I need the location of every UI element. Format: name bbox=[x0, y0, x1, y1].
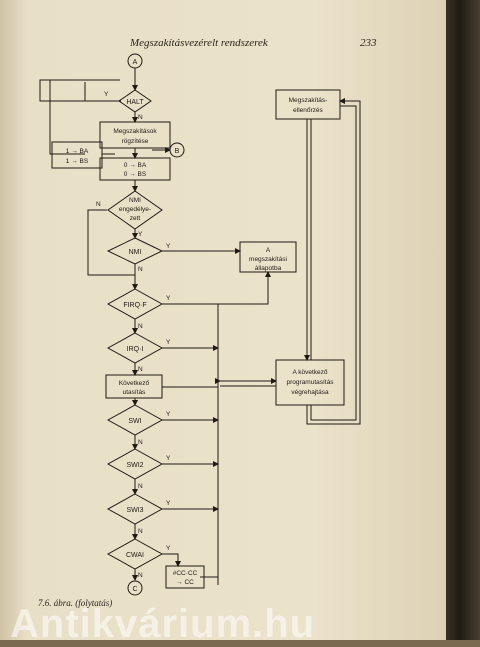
text-check-2: ellenőrzés bbox=[293, 107, 323, 114]
figure-caption: 7.6. ábra. (folytatás) bbox=[38, 598, 113, 608]
book-spine bbox=[446, 0, 480, 640]
text-ba-zero: 0 → BA bbox=[124, 162, 147, 169]
decision-halt bbox=[118, 89, 152, 113]
label-nmi-enabled-3: zett bbox=[130, 215, 141, 222]
yes-irq: Y bbox=[166, 339, 171, 346]
label-nmi: NMI bbox=[129, 249, 142, 256]
book-page bbox=[0, 0, 446, 640]
text-prog-2: programutasítás bbox=[287, 379, 335, 386]
text-next-1: Következő bbox=[119, 380, 150, 387]
box-cc-op bbox=[165, 565, 205, 589]
label-irq: IRQ·I bbox=[127, 346, 144, 353]
no-firq: N bbox=[138, 323, 143, 330]
label-swi3: SWI3 bbox=[126, 507, 143, 514]
text-cc-1: #CC·CC bbox=[173, 570, 198, 577]
no-cwai: N bbox=[138, 572, 143, 579]
decision-swi1 bbox=[106, 404, 164, 436]
no-nmi-enabled: N bbox=[96, 201, 101, 208]
yes-cwai: Y bbox=[166, 545, 171, 552]
running-header: Megszakításvezérelt rendszerek bbox=[130, 37, 268, 49]
connector-b: B bbox=[169, 142, 185, 158]
flowchart: A B C HALT NMI engedélye- zett NMI FIRQ·… bbox=[39, 53, 361, 596]
yes-swi1: Y bbox=[166, 411, 171, 418]
svg-text:C: C bbox=[132, 586, 137, 593]
text-bs-one: 1 → BS bbox=[66, 158, 89, 165]
yes-firq: Y bbox=[166, 295, 171, 302]
yes-swi2: Y bbox=[166, 455, 171, 462]
text-cc-2: → CC bbox=[176, 579, 194, 586]
yes-swi3: Y bbox=[166, 500, 171, 507]
decision-nmi-enabled bbox=[107, 190, 163, 230]
label-cwai: CWAI bbox=[126, 552, 144, 559]
box-next-instruction bbox=[105, 374, 163, 399]
box-interrupt-state bbox=[239, 241, 297, 273]
no-irq: N bbox=[138, 366, 143, 373]
text-ba-one: 1 → BA bbox=[66, 148, 89, 155]
label-halt: HALT bbox=[126, 99, 144, 106]
connector-a: A bbox=[127, 53, 143, 69]
yes-halt: Y bbox=[104, 91, 109, 98]
decision-cwai bbox=[106, 538, 164, 570]
no-swi2: N bbox=[138, 483, 143, 490]
yes-nmi-enabled: Y bbox=[138, 231, 143, 238]
text-state-3: állapotba bbox=[255, 265, 282, 272]
text-record-1: Megszakítások bbox=[113, 128, 157, 135]
no-nmi: N bbox=[138, 266, 143, 273]
label-nmi-enabled-2: engedélye- bbox=[119, 206, 151, 213]
box-next-program bbox=[275, 359, 345, 406]
decision-swi3 bbox=[106, 493, 164, 525]
no-swi1: N bbox=[138, 439, 143, 446]
label-firq: FIRQ·F bbox=[123, 302, 146, 309]
text-next-2: utasítás bbox=[123, 389, 147, 396]
no-swi3: N bbox=[138, 528, 143, 535]
decision-swi2 bbox=[106, 448, 164, 480]
label-swi2: SWI2 bbox=[126, 462, 143, 469]
text-bs-zero: 0 → BS bbox=[124, 171, 147, 178]
yes-nmi: Y bbox=[166, 243, 171, 250]
box-record-interrupts bbox=[99, 121, 171, 149]
text-prog-1: A következő bbox=[292, 369, 327, 376]
svg-text:A: A bbox=[133, 59, 138, 66]
text-state-2: megszakítási bbox=[249, 256, 287, 263]
box-ba-bs-zero bbox=[99, 157, 171, 181]
text-record-2: rögzítése bbox=[122, 138, 149, 145]
watermark: Antikvárium.hu bbox=[10, 602, 316, 646]
label-swi1: SWI bbox=[128, 418, 141, 425]
no-halt: N bbox=[138, 114, 143, 121]
svg-text:B: B bbox=[175, 148, 180, 155]
decision-nmi bbox=[106, 237, 164, 265]
decision-irq bbox=[106, 332, 164, 364]
decision-firq bbox=[106, 288, 164, 320]
label-nmi-enabled-1: NMI bbox=[129, 197, 141, 204]
text-state-1: A bbox=[266, 247, 271, 254]
text-prog-3: végrehajtása bbox=[291, 389, 329, 396]
connector-c: C bbox=[127, 580, 143, 596]
page-number: 233 bbox=[360, 37, 377, 49]
box-interrupt-check bbox=[275, 89, 341, 120]
box-ba-bs-one bbox=[51, 141, 103, 169]
text-check-1: Megszakítás- bbox=[289, 97, 328, 104]
